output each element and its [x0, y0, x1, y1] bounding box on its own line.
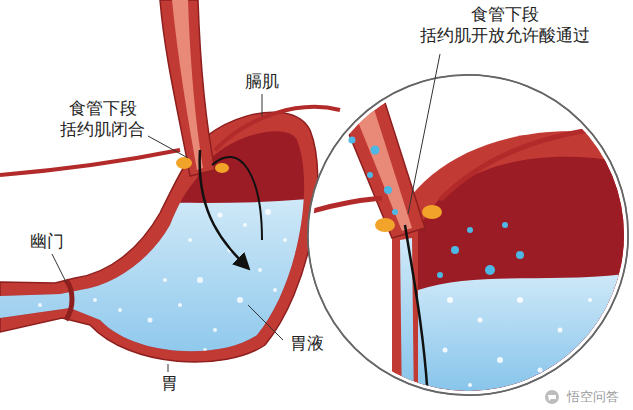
leader-line	[408, 54, 440, 214]
part-label: 胃液	[285, 333, 329, 354]
part-label: 胃	[158, 373, 180, 394]
part-label: 幽门	[25, 231, 69, 252]
stomach	[0, 0, 340, 400]
part-label: 膈肌	[240, 71, 284, 92]
magnified-view	[300, 40, 633, 410]
watermark-logo	[545, 390, 559, 404]
callout-label: 食管下段 括约肌闭合	[50, 98, 155, 141]
watermark: 悟空问答	[562, 389, 624, 405]
callout-label: 食管下段 括约肌开放允许酸通过	[405, 4, 605, 47]
